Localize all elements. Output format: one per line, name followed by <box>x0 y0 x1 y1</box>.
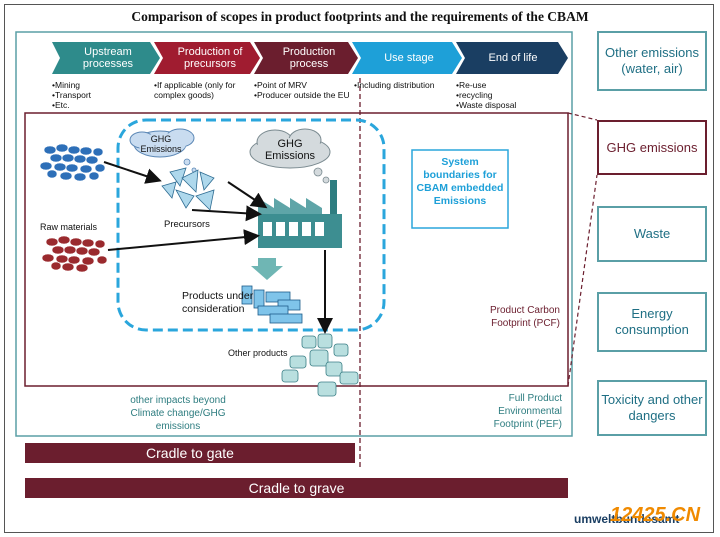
chevron-precursors <box>154 42 260 74</box>
down-arrow-products <box>251 258 283 280</box>
ghg-cloud-large <box>249 128 331 184</box>
bullet-item: Including distribution <box>354 80 450 90</box>
chevron-eol <box>456 42 568 74</box>
bullet-item: Mining <box>52 80 148 90</box>
arrow-precursors-to-factory <box>227 181 268 209</box>
system-boundaries-box <box>411 149 509 229</box>
ghg-cloud-small <box>129 128 197 173</box>
cradle-to-grave-bar: Cradle to grave <box>25 478 568 498</box>
system-boundary-dashed <box>116 118 386 332</box>
arrow-ore-to-precursors <box>103 161 162 184</box>
bullet-item: Waste disposal <box>456 100 556 110</box>
precursor-crystals <box>161 167 215 211</box>
bullets-precursors: If applicable (only for complex goods) <box>154 80 254 100</box>
side-box-energy: Energy consumption <box>597 292 707 352</box>
flow-arrows <box>103 161 333 334</box>
bullets-upstream: Mining Transport Etc. <box>52 80 148 110</box>
brand-logo: umweltbundesamt <box>574 512 680 526</box>
other-products-label: Other products <box>228 348 288 358</box>
bullets-eol: Re-use recycling Waste disposal <box>456 80 556 110</box>
factory-icon <box>258 180 342 248</box>
stage-label-use: Use stage <box>384 52 434 64</box>
side-box-ghg-emissions: GHG emissions <box>597 120 707 175</box>
chevron-production <box>254 42 358 74</box>
other-products-icon <box>281 333 359 397</box>
chevron-upstream <box>52 42 160 74</box>
bullet-item: If applicable (only for complex goods) <box>154 80 254 100</box>
watermark: 12425.CN <box>610 504 701 526</box>
other-impacts-label: other impacts beyond Climate change/GHG … <box>130 395 226 432</box>
stage-label-upstream: Upstream processes <box>82 46 134 70</box>
system-boundaries-label: System boundaries for CBAM embedded Emis… <box>416 156 504 207</box>
arrow-raw-to-factory <box>107 229 260 251</box>
bullet-item: Producer outside the EU <box>254 90 352 100</box>
outer-frame <box>4 4 714 533</box>
raw-materials-label: Raw materials <box>40 222 98 232</box>
bullet-item: Re-use <box>456 80 556 90</box>
ghg-small-label: GHG Emissions <box>140 134 182 154</box>
stage-label-precursors: Production of precursors <box>177 46 243 70</box>
bullets-production: Point of MRV Producer outside the EU <box>254 80 352 100</box>
side-box-other-emissions: Other emissions (water, air) <box>597 31 707 91</box>
bullet-item: recycling <box>456 90 556 100</box>
side-box-waste: Waste <box>597 206 707 262</box>
connector-ghg-top <box>567 112 598 121</box>
connector-ghg-bottom <box>567 174 598 387</box>
bullet-item: Etc. <box>52 100 148 110</box>
chevron-use <box>352 42 462 74</box>
ore-pile-blue <box>39 143 106 182</box>
pef-boundary <box>15 31 573 437</box>
side-box-toxicity: Toxicity and other dangers <box>597 380 707 436</box>
stage-label-production: Production process <box>282 46 336 70</box>
products-label: Products under consideration <box>182 290 254 315</box>
bullet-item: Transport <box>52 90 148 100</box>
pcf-boundary <box>24 112 569 387</box>
ore-pile-red <box>41 235 108 273</box>
products-icon <box>241 285 303 324</box>
bullets-use: Including distribution <box>354 80 450 90</box>
diagram-title: Comparison of scopes in product footprin… <box>131 9 589 24</box>
cradle-to-gate-bar: Cradle to gate <box>25 443 355 463</box>
bullet-item: Point of MRV <box>254 80 352 90</box>
arrow-precursor-feed <box>191 205 262 222</box>
precursors-label: Precursors <box>164 219 210 230</box>
ghg-large-label: GHG Emissions <box>264 138 316 162</box>
pcf-label: Product Carbon Footprint (PCF) <box>489 305 560 329</box>
stage-label-eol: End of life <box>488 52 538 64</box>
pef-label: Full Product Environmental Footprint (PE… <box>493 393 562 430</box>
